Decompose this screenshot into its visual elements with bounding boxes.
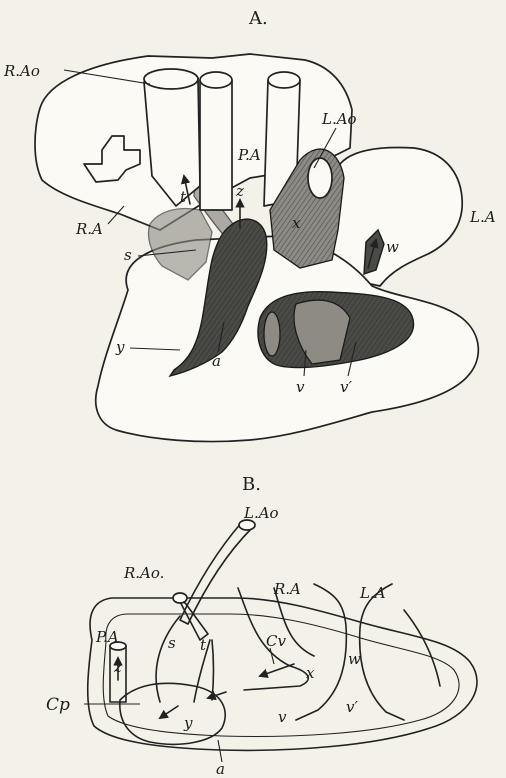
label-p-a-b: P.A: [95, 628, 119, 646]
right-aorta-opening: [144, 69, 198, 89]
arrow-cv-b: [260, 664, 294, 676]
figure-b-title: B.: [242, 474, 261, 495]
label-l-a: L.A: [469, 208, 496, 226]
pulmonary-artery-tube-left: [200, 80, 232, 210]
label-w: w: [386, 238, 399, 256]
right-aorta-opening-b: [173, 593, 187, 603]
figure-a: A.: [3, 8, 496, 442]
leader-cv-b: [270, 648, 274, 664]
label-v-b: v: [278, 708, 287, 726]
label-r-ao: R.Ao: [3, 62, 40, 80]
label-x: x: [292, 214, 301, 232]
label-y: y: [115, 338, 125, 356]
left-atrium-y-b2: [360, 584, 404, 720]
label-v-prime-b: v′: [346, 698, 358, 716]
label-s-b: s: [168, 634, 176, 652]
label-l-a-b: L.A: [359, 584, 386, 602]
label-w-b: w: [348, 650, 361, 668]
label-r-ao-b: R.Ao.: [123, 564, 164, 582]
label-x-b: x: [306, 664, 315, 682]
ventricle-outline-b: [88, 598, 477, 750]
label-s: s: [124, 246, 132, 264]
label-v: v: [296, 378, 305, 396]
label-l-ao-b: L.Ao: [243, 504, 279, 522]
vessel-s: [156, 616, 180, 702]
figure-a-title: A.: [248, 8, 268, 29]
pulmonary-artery-opening-left: [200, 72, 232, 88]
label-z-b: z: [113, 658, 122, 676]
label-t: t: [180, 188, 187, 206]
left-atrium-y-b: [296, 584, 346, 720]
ventricle-opening-left: [264, 312, 280, 356]
label-a: a: [212, 352, 221, 370]
arrow-y-b: [160, 706, 178, 718]
label-cv-b: Cv: [266, 632, 286, 650]
label-l-ao: L.Ao: [321, 110, 357, 128]
left-aorta-arch-b: [180, 522, 252, 624]
label-y-b: y: [183, 714, 193, 732]
label-r-a: R.A: [75, 220, 103, 238]
pulmonary-artery-opening-right: [268, 72, 300, 88]
left-atrium-wall-b: [404, 610, 440, 686]
vessel-t-2: [212, 640, 214, 700]
label-t-b: t: [200, 636, 207, 654]
label-r-a-b: R.A: [273, 580, 301, 598]
label-a-b: a: [216, 760, 225, 778]
label-cp-b: Cp: [46, 695, 70, 715]
label-p-a: P.A: [237, 146, 261, 164]
label-z: z: [235, 182, 244, 200]
figure-b: B. L.Ao: [46, 474, 477, 778]
left-aorta-opening: [308, 158, 332, 198]
leader-a-b: [218, 740, 222, 762]
label-v-prime: v′: [340, 378, 352, 396]
